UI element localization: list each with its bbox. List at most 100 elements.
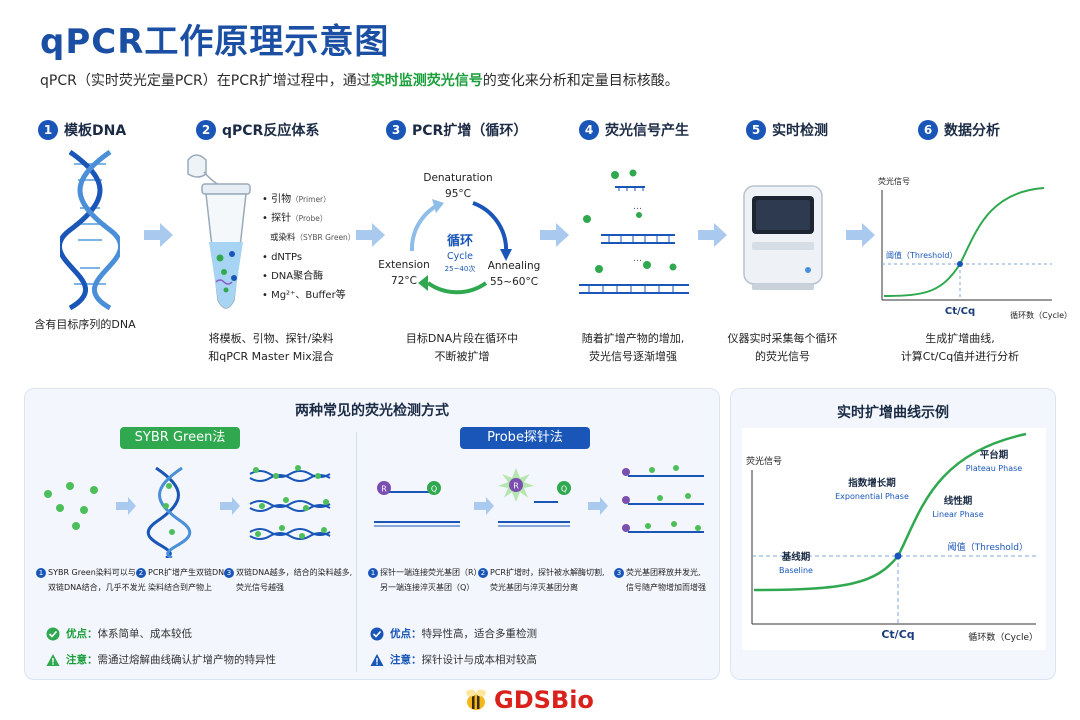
reporter-label: R (513, 482, 519, 491)
sybr-advantage: 优点：体系简单、成本较低 (46, 626, 192, 641)
step-1-heading: 1 模板DNA (38, 120, 126, 140)
curve-ct-label: Ct/Cq (881, 628, 914, 641)
mini-curve (883, 187, 1045, 297)
warning-icon (370, 653, 384, 666)
step-2-caption: 将模板、引物、探针/染料和qPCR Master Mix混合 (208, 332, 334, 363)
step-1-caption: 含有目标序列的DNA (34, 318, 136, 331)
probe-caution: 注意：探针设计与成本相对较高 (370, 652, 537, 667)
check-circle-icon (370, 627, 384, 640)
page-subtitle: qPCR（实时荧光定量PCR）在PCR扩增过程中，通过实时监测荧光信号的变化来分… (40, 70, 679, 90)
bee-logo-icon (466, 689, 486, 710)
reagent-item: • Mg²⁺、Buffer等 (262, 290, 346, 301)
quencher-label: Q (561, 485, 567, 494)
step-6-caption: 生成扩增曲线,计算Ct/Cq值并进行分析 (900, 332, 1020, 363)
extension-temp: 72°C (391, 275, 417, 287)
mini-ct-point (957, 261, 963, 267)
exponential-label-en: Exponential Phase (835, 492, 909, 501)
pcr-tube-icon (187, 154, 251, 309)
cycle-count: 25~40次 (445, 264, 476, 273)
reagent-item: • DNA聚合酶 (262, 271, 324, 282)
probe-diagram: R Q R Q (374, 465, 704, 533)
amplification-curve-chart: 荧光信号 阈值（Threshold） Ct/Cq 循环数（Cycle） 基线期 … (742, 428, 1046, 650)
plateau-label: 平台期 (980, 449, 1009, 461)
reagent-item: • dNTPs (262, 252, 303, 263)
mini-y-label: 荧光信号 (878, 176, 910, 186)
page-title: qPCR工作原理示意图 (40, 22, 390, 62)
quencher-dot (427, 481, 441, 495)
curve-threshold-label: 阈值（Threshold） (948, 541, 1028, 553)
curve-panel-title: 实时扩增曲线示例 (837, 405, 949, 421)
flow-arrow-icon (144, 223, 173, 247)
mini-amplification-chart: 荧光信号 阈值（Threshold） Ct/Cq 循环数（Cycle） (878, 176, 1072, 320)
step-3-heading: 3 PCR扩增（循环） (386, 120, 527, 140)
denaturation-label: Denaturation (423, 172, 492, 184)
step-6-heading: 6 数据分析 (918, 120, 1000, 140)
step-3-caption: 目标DNA片段在循环中不断被扩增 (405, 332, 519, 363)
pcr-cycle-diagram: Denaturation 95°C 循环 Cycle 25~40次 Anneal… (378, 172, 541, 295)
check-circle-icon (46, 627, 60, 640)
reagent-list: • 引物（Primer） • 探针（Probe） 或染料（SYBR Green）… (262, 190, 355, 305)
denaturation-temp: 95°C (445, 188, 471, 200)
step-title: 荧光信号产生 (605, 123, 689, 139)
step-title: qPCR反应体系 (222, 123, 320, 139)
curve-y-label: 荧光信号 (746, 455, 782, 467)
gdsbio-logo: GDSBio (462, 686, 594, 714)
reporter-label: R (381, 485, 387, 494)
reporter-dot (377, 481, 391, 495)
logo-text: GDSBio (494, 686, 594, 714)
step-number: 3 (386, 120, 406, 140)
subtitle-text-end: 的变化来分析和定量目标核酸。 (482, 73, 679, 89)
methods-title: 两种常见的荧光检测方式 (295, 403, 449, 419)
mini-ct-label: Ct/Cq (945, 306, 975, 317)
extension-label: Extension (378, 259, 430, 271)
curve-ct-point (894, 552, 902, 560)
cycle-center-label: 循环 (447, 233, 473, 249)
fluorescence-strands-icon: … … (579, 169, 689, 294)
step-title: PCR扩增（循环） (412, 123, 528, 139)
step-number: 5 (746, 120, 766, 140)
flow-arrow-icon (846, 223, 875, 247)
step-2-heading: 2 qPCR反应体系 (196, 120, 319, 140)
methods-divider (356, 432, 357, 672)
cycle-center-en: Cycle (447, 251, 473, 262)
plateau-label-en: Plateau Phase (966, 464, 1022, 473)
linear-label: 线性期 (944, 495, 973, 507)
ellipsis: … (633, 254, 642, 264)
annealing-temp: 55~60°C (490, 276, 538, 288)
annealing-label: Annealing (488, 260, 541, 272)
reagent-item: 或染料（SYBR Green） (270, 233, 356, 243)
mini-x-label: 循环数（Cycle） (1010, 310, 1072, 320)
qpcr-instrument-icon (743, 185, 823, 290)
step-title: 数据分析 (944, 123, 1000, 139)
baseline-label-en: Baseline (779, 566, 813, 575)
quencher-label: Q (431, 485, 437, 494)
reagent-item: • 引物（Primer） (262, 194, 331, 205)
flow-arrow-icon (356, 223, 385, 247)
probe-advantage: 优点：特异性高，适合多重检测 (370, 626, 537, 641)
warning-icon (46, 653, 60, 666)
sybr-diagram (44, 465, 331, 558)
step-number: 2 (196, 120, 216, 140)
flow-arrow-icon (540, 223, 569, 247)
exponential-label: 指数增长期 (848, 477, 896, 489)
reagent-item: • 探针（Probe） (262, 213, 328, 224)
step-5-caption: 仪器实时采集每个循环的荧光信号 (727, 332, 838, 363)
linear-label-en: Linear Phase (932, 510, 983, 519)
curve-x-label: 循环数（Cycle） (968, 631, 1038, 643)
ellipsis: … (633, 202, 642, 212)
subtitle-text: qPCR（实时荧光定量PCR）在PCR扩增过程中，通过 (40, 73, 371, 89)
flow-arrow-icon (698, 223, 727, 247)
step-4-caption: 随着扩增产物的增加,荧光信号逐渐增强 (581, 332, 685, 363)
sybr-caution: 注意：需通过熔解曲线确认扩增产物的特异性 (46, 652, 276, 667)
step-title: 模板DNA (64, 123, 127, 139)
step-number: 1 (38, 120, 58, 140)
sybr-green-label: SYBR Green法 (120, 427, 240, 449)
step-number: 6 (918, 120, 938, 140)
